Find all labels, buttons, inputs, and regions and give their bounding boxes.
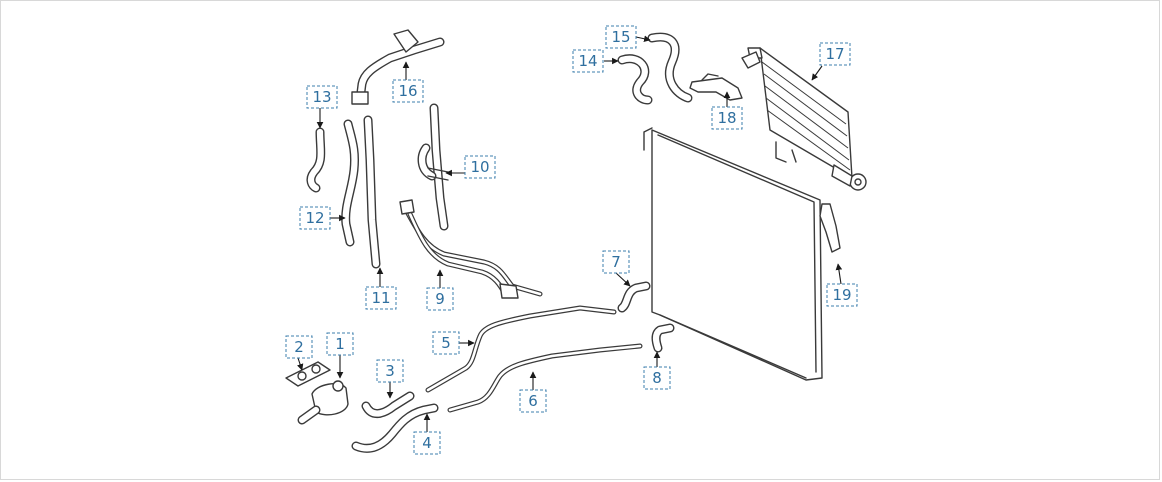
- pipe-part-5: [425, 305, 617, 393]
- callout-18-label: 18: [717, 109, 736, 127]
- callout-11-label: 11: [371, 289, 390, 307]
- callout-10: 10: [464, 155, 496, 179]
- hose-part-12: [341, 119, 359, 247]
- callout-15: 15: [605, 25, 637, 49]
- hose-part-3: [361, 391, 415, 418]
- callout-6-label: 6: [528, 392, 538, 410]
- callout-9: 9: [426, 287, 454, 311]
- callout-18: 18: [711, 106, 743, 130]
- callout-3: 3: [376, 359, 404, 383]
- callout-16: 16: [392, 79, 424, 103]
- callout-8-label: 8: [652, 369, 662, 387]
- callout-1: 1: [326, 332, 354, 356]
- callout-7-label: 7: [611, 253, 621, 271]
- hose-part-13: [306, 127, 326, 193]
- callout-12-label: 12: [305, 209, 324, 227]
- callout-11: 11: [365, 286, 397, 310]
- hose-part-7: [617, 281, 651, 313]
- pipe-part-6: [447, 343, 643, 413]
- radiator-part: [643, 127, 823, 381]
- pipe-bundle-part-9: [399, 199, 543, 299]
- callout-9-label: 9: [435, 290, 445, 308]
- bracket-part-18: [689, 73, 743, 101]
- bracket-part-19: [819, 203, 841, 253]
- callout-2-label: 2: [294, 338, 304, 356]
- gasket-part-2: [285, 361, 331, 387]
- callout-14: 14: [572, 49, 604, 73]
- callout-17-label: 17: [825, 45, 844, 63]
- callout-19-label: 19: [832, 286, 851, 304]
- callout-6: 6: [519, 389, 547, 413]
- hose-assembly-part-10: [417, 103, 449, 231]
- callout-10-label: 10: [470, 158, 489, 176]
- callout-1-label: 1: [335, 335, 345, 353]
- hose-part-15: [647, 32, 693, 103]
- callout-3-label: 3: [385, 362, 395, 380]
- housing-part-1: [297, 380, 349, 425]
- callout-15-label: 15: [611, 28, 630, 46]
- callout-5: 5: [432, 331, 460, 355]
- hose-part-14: [617, 54, 653, 105]
- oil-cooler-part: [741, 47, 867, 191]
- callout-4-label: 4: [422, 434, 432, 452]
- callout-19: 19: [826, 283, 858, 307]
- hose-part-8: [651, 323, 675, 353]
- hose-part-11: [363, 115, 381, 269]
- callout-2: 2: [285, 335, 313, 359]
- callout-13-label: 13: [312, 88, 331, 106]
- callout-14-label: 14: [578, 52, 597, 70]
- callout-17: 17: [819, 42, 851, 66]
- callout-7: 7: [602, 250, 630, 274]
- callout-4: 4: [413, 431, 441, 455]
- callout-16-label: 16: [398, 82, 417, 100]
- callout-8: 8: [643, 366, 671, 390]
- callout-13: 13: [306, 85, 338, 109]
- hose-part-4: [351, 403, 439, 453]
- callout-12: 12: [299, 206, 331, 230]
- callout-5-label: 5: [441, 334, 451, 352]
- pipe-part-16: [351, 29, 445, 105]
- leader-lines: [296, 35, 843, 432]
